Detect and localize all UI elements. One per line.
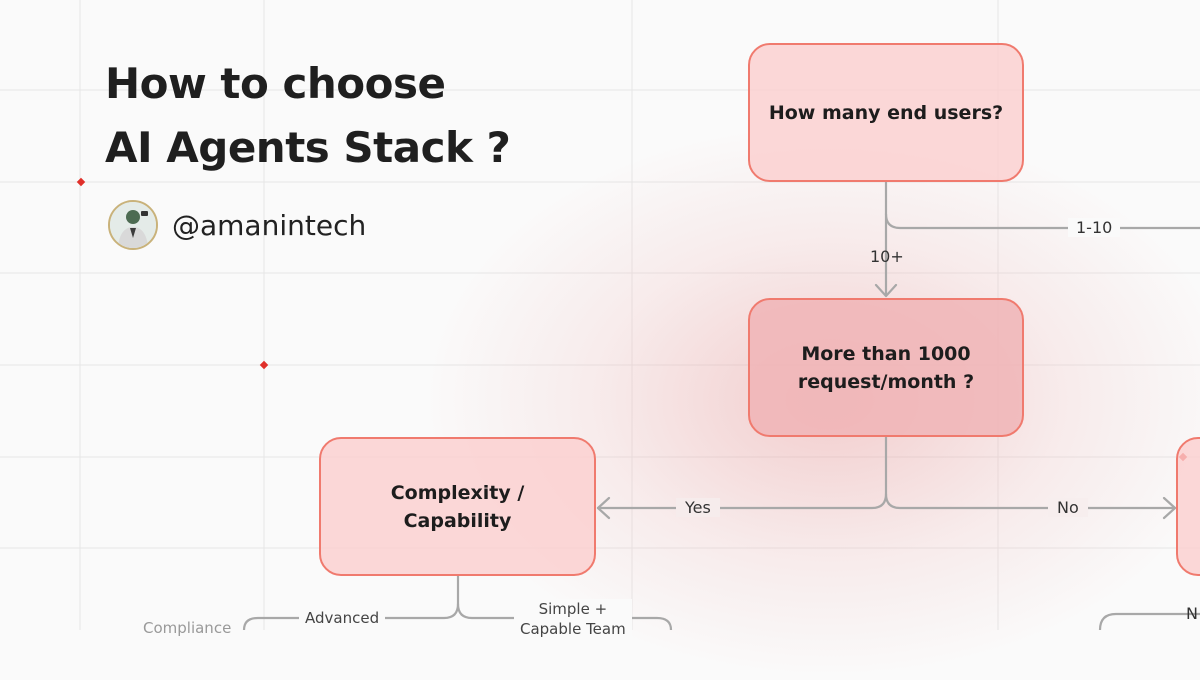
node-end-users[interactable]: How many end users? [748,43,1024,182]
edge-label-simple-line1: Simple + [538,600,608,618]
edge-complexity-split [242,574,460,630]
author-block: @amanintech [108,200,366,250]
edge-label-simple-line2: Capable Team [520,620,626,638]
node-requests-label: More than 1000 request/month ? [797,342,975,393]
title-line-1: How to choose [105,59,446,108]
node-right-partial[interactable] [1176,437,1200,576]
arrow-head-left [596,496,611,520]
node-requests[interactable]: More than 1000 request/month ? [748,298,1024,437]
node-end-users-label: How many end users? [768,101,1004,124]
edge-requests-no [884,492,1177,510]
edge-label-advanced: Advanced [299,609,386,627]
arrow-head-right [1162,496,1177,520]
node-complexity[interactable]: Complexity / Capability [319,437,596,576]
edge-label-10-plus: 10+ [870,247,904,266]
edge-label-simple: Simple + Capable Team [514,599,632,639]
edge-label-1-10: 1-10 [1068,218,1121,237]
page-title: How to choose AI Agents Stack ? [105,52,511,180]
edge-label-no: No [1048,498,1088,517]
arrow-head-down [874,283,898,298]
person-icon [110,202,156,248]
flow-connectors [242,180,1200,630]
title-line-2: AI Agents Stack ? [105,123,511,172]
author-handle[interactable]: @amanintech [172,208,367,242]
edge-label-compliance: Compliance [143,619,232,637]
edge-users-small [884,212,1200,230]
edge-right-branch [1098,612,1200,630]
edge-label-partial: N [1186,604,1198,623]
avatar[interactable] [108,200,158,250]
node-complexity-label: Complexity / Capability [390,481,525,532]
edge-label-yes: Yes [676,498,720,517]
edge-requests-split [596,435,888,510]
